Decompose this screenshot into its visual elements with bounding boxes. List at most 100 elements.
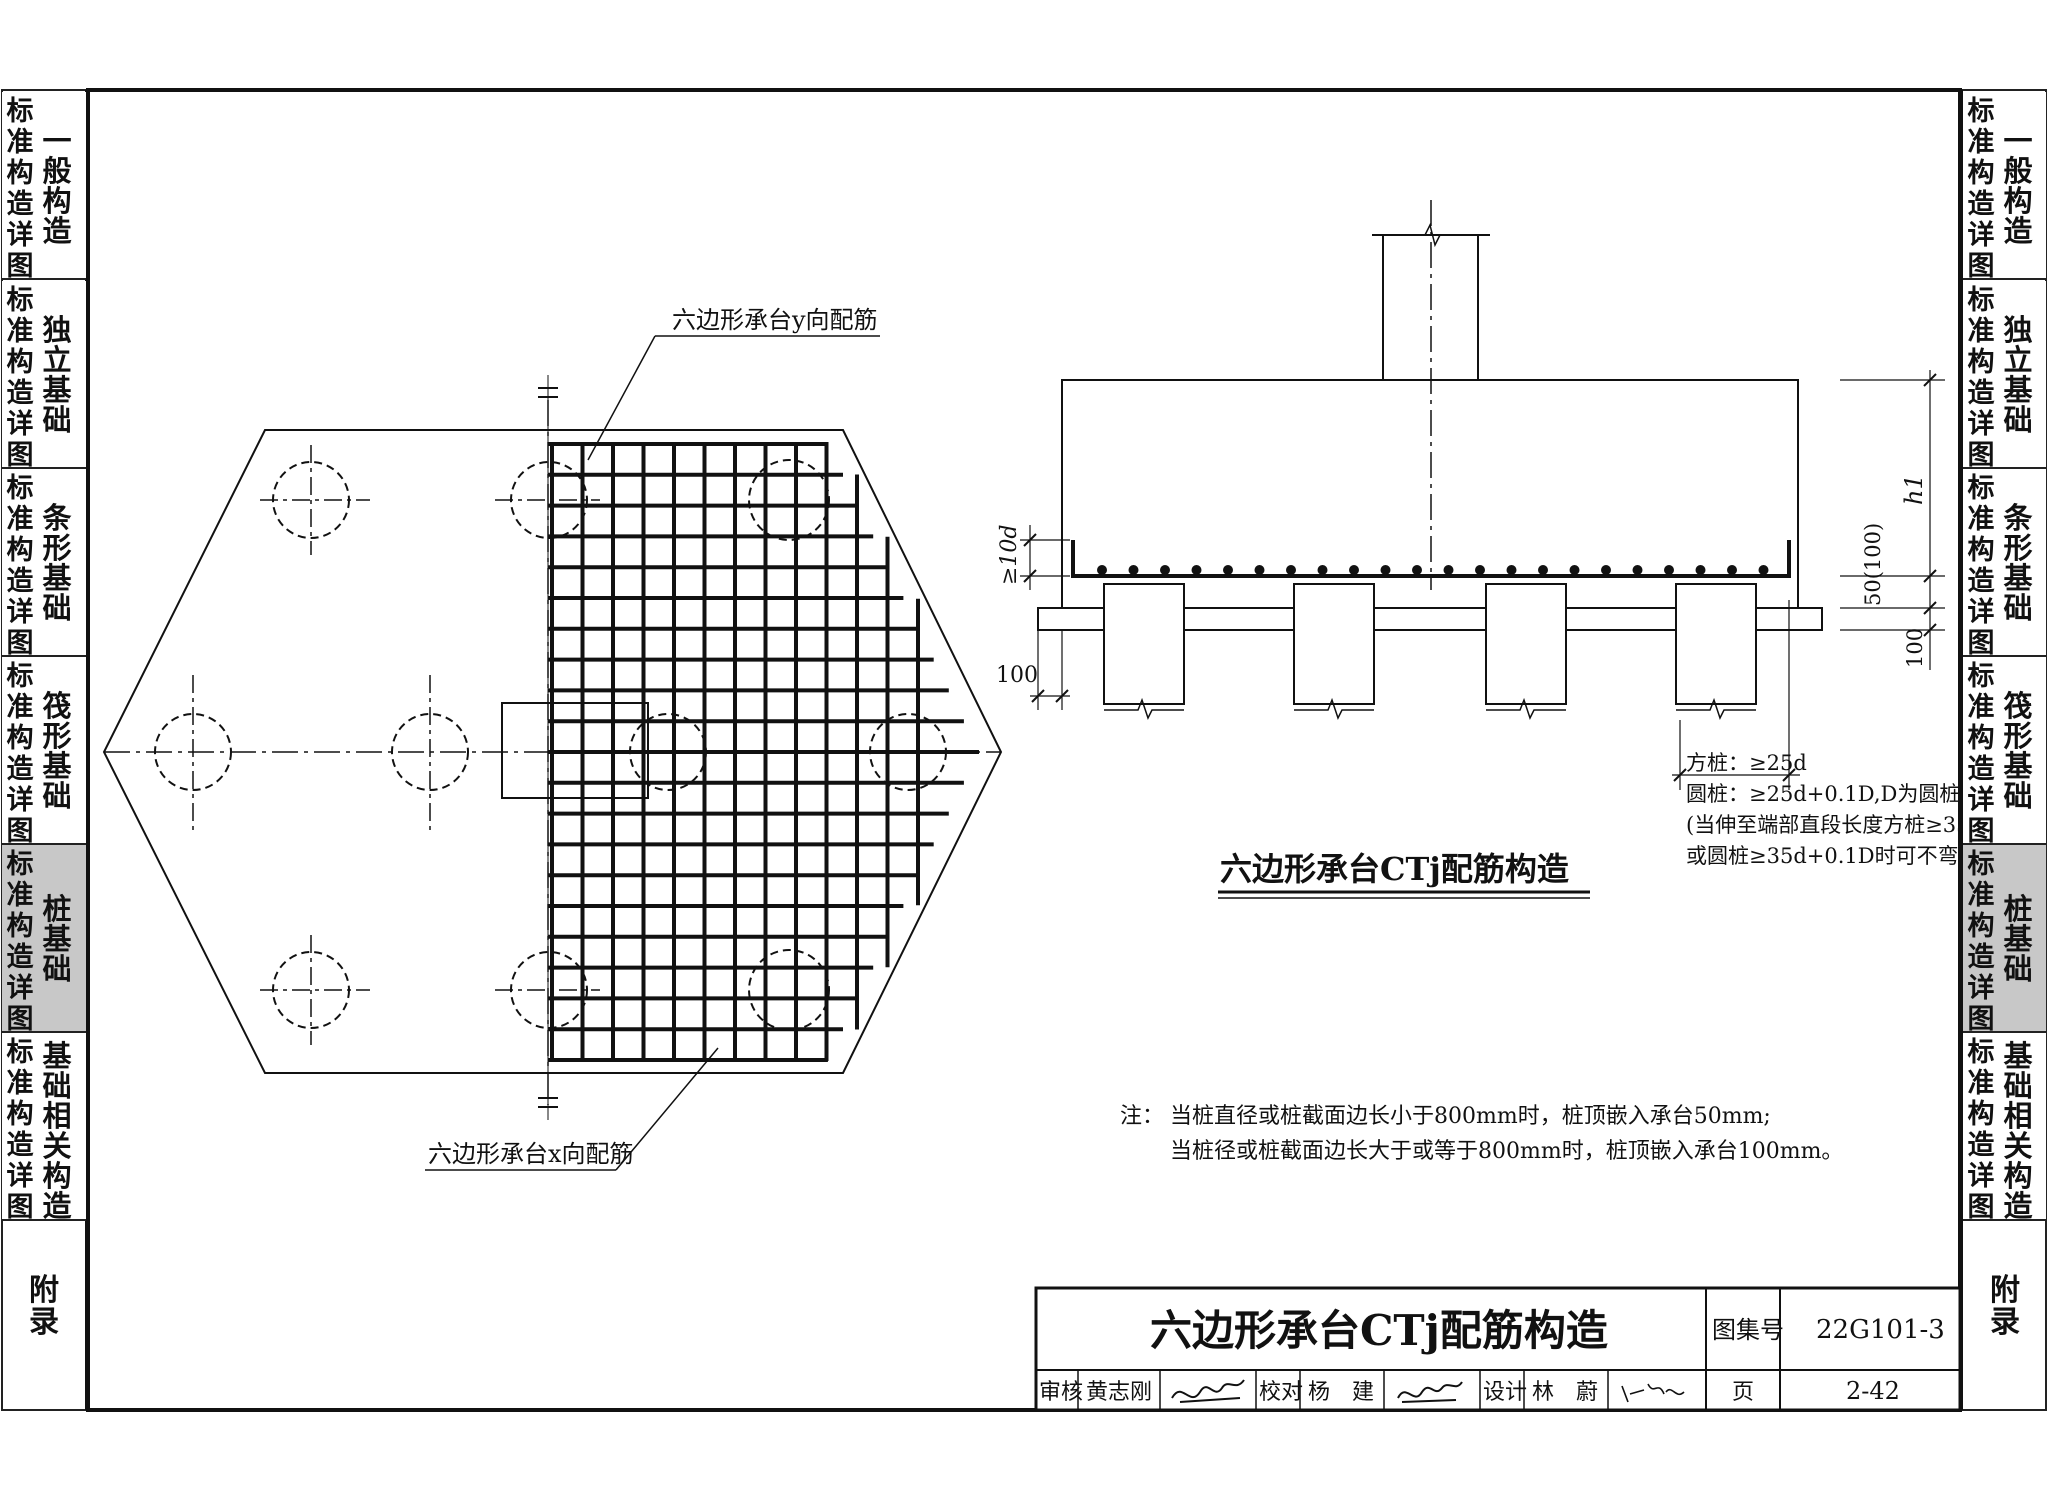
rebar-dot [1191,565,1202,575]
rebar-dot [1254,565,1265,575]
rebar-dot [1632,565,1643,575]
pile-center-left [391,675,469,830]
right-tab-2[interactable]: 标准构造详图独立基础 [1963,281,2046,471]
rebar-dots [1097,565,1769,575]
tab-section-label: 基础相关构造 [42,1039,72,1223]
rebar-dot [1601,565,1611,575]
title-block [1034,1286,1962,1412]
pile-right-top [748,459,830,541]
left-tab-5[interactable]: 标准构造详图桩基础 [2,845,86,1035]
tab-std-label: 标准构造详图 [6,96,34,282]
hexagon-plan [102,335,1003,1171]
left-tab-3[interactable]: 标准构造详图条形基础 [2,469,86,659]
label-y-rebar: 六边形承台y向配筋 [672,306,878,334]
cap-outline [1061,379,1799,609]
check-label: 校对 [1259,1380,1303,1405]
reviewer-signature [1171,1379,1245,1403]
left-tab-4[interactable]: 标准构造详图筏形基础 [2,657,86,847]
tab-section-label: 筏形基础 [42,689,72,813]
right-tab-5[interactable]: 标准构造详图桩基础 [1963,845,2046,1035]
anchor-note-1: 方桩：≥25d [1686,751,1807,775]
tab-section-label: 独立基础 [2003,313,2033,437]
checker-signature [1397,1381,1463,1403]
reviewer-name: 黄志刚 [1086,1380,1152,1405]
rebar-dot [1727,565,1737,575]
atlas-number: 22G101-3 [1816,1315,1945,1345]
rebar-dot [1695,565,1706,575]
rebar-dot [1569,565,1580,575]
section-piles [1103,583,1757,720]
notes-prefix: 注： [1120,1104,1164,1129]
tab-std-label: 标准构造详图 [1967,1037,1995,1223]
atlas-label: 图集号 [1712,1316,1784,1344]
label-x-rebar: 六边形承台x向配筋 [428,1140,634,1168]
rebar-dot [1475,565,1485,575]
rebar-dot [1223,565,1233,575]
tab-std-label: 标准构造详图 [6,1037,34,1223]
tab-section-label: 桩基础 [42,892,72,986]
rebar-dot [1317,565,1328,575]
tab-std-label: 标准构造详图 [6,849,34,1035]
left-tab-1[interactable]: 标准构造详图一般构造 [2,92,86,282]
pile-far-left [154,675,232,830]
rebar-dot [1443,565,1454,575]
rebar-dot [1097,565,1107,575]
right-tab-1[interactable]: 标准构造详图一般构造 [1963,92,2046,282]
tab-section-label: 一般构造 [2003,124,2033,248]
dim-100-right: 100 [1903,628,1927,668]
tab-std-label: 标准构造详图 [1967,661,1995,847]
bottom-rebar [1071,540,1791,578]
tab-std-label: 标准构造详图 [1967,285,1995,471]
note-line-1: 当桩直径或桩截面边长小于800mm时，桩顶嵌入承台50mm; [1170,1104,1771,1129]
note-line-2: 当桩径或桩截面边长大于或等于800mm时，桩顶嵌入承台100mm。 [1170,1139,1843,1164]
outer-frame [1,89,2047,1411]
tab-section-label: 独立基础 [42,313,72,437]
right-tab-3[interactable]: 标准构造详图条形基础 [1963,469,2046,659]
section-title: 六边形承台CTj配筋构造 [1220,850,1569,888]
blinding-layer [1037,607,1823,631]
rebar-dot [1412,565,1422,575]
tab-section-label: 筏形基础 [2003,689,2033,813]
rebar-dot [1380,565,1391,575]
checker-name: 杨 建 [1308,1380,1374,1405]
design-label: 设计 [1483,1380,1527,1405]
tab-section-label: 条形基础 [42,501,72,625]
rebar-dot [1664,565,1674,575]
rebar-dot [1349,565,1359,575]
anchor-note-3: (当伸至端部直段长度方桩≥35d [1686,813,1983,837]
rebar-dot [1538,565,1548,575]
tab-std-label: 标准构造详图 [1967,849,1995,1035]
review-label: 审核 [1039,1380,1083,1405]
designer-signature [1621,1383,1685,1403]
right-tab-4[interactable]: 标准构造详图筏形基础 [1963,657,2046,847]
right-tab-6[interactable]: 标准构造详图基础相关构造 [1963,1033,2046,1223]
appendix-tab-left[interactable]: 附录 [29,1273,59,1340]
tab-section-label: 条形基础 [2003,501,2033,625]
rebar-dot [1506,565,1517,575]
designer-name: 林 蔚 [1532,1380,1598,1405]
rebar-dot [1160,565,1170,575]
rebar-dot [1286,565,1296,575]
pile-left-bottom [260,935,370,1045]
anchor-note-4: 或圆桩≥35d+0.1D时可不弯折) [1686,844,1988,868]
dim-100-left: 100 [996,663,1038,688]
tab-section-label: 基础相关构造 [2003,1039,2033,1223]
dim-h1: h1 [1900,474,1928,505]
page-number: 2-42 [1846,1377,1900,1405]
tab-std-label: 标准构造详图 [1967,96,1995,282]
tab-std-label: 标准构造详图 [6,473,34,659]
left-tab-2[interactable]: 标准构造详图独立基础 [2,281,86,471]
rebar-dot [1128,565,1139,575]
tab-std-label: 标准构造详图 [6,285,34,471]
rebar-grid [548,442,979,1062]
dim-50-100: 50(100) [1861,523,1885,606]
tab-std-label: 标准构造详图 [1967,473,1995,659]
anchor-note-2: 圆桩：≥25d+0.1D,D为圆桩直径 [1686,782,2002,806]
pile-left-top [260,445,370,555]
tab-std-label: 标准构造详图 [6,661,34,847]
tab-section-label: 桩基础 [2003,892,2033,986]
left-tab-6[interactable]: 标准构造详图基础相关构造 [2,1033,86,1223]
rebar-dot [1758,565,1769,575]
appendix-tab-right[interactable]: 附录 [1990,1273,2020,1340]
